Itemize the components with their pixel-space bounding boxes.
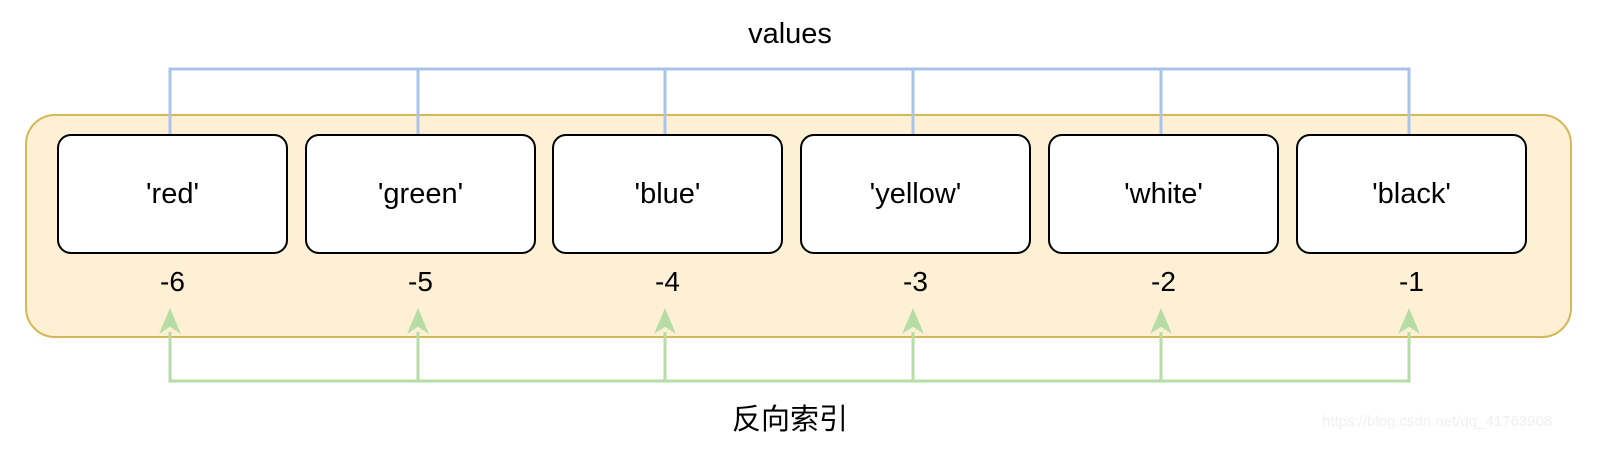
value-cell: 'red' <box>57 134 288 254</box>
bottom-arrow-head-icon <box>159 308 181 334</box>
value-cell-label: 'green' <box>377 177 464 210</box>
value-cell-label: 'red' <box>146 177 199 210</box>
negative-index-label: -6 <box>160 266 185 297</box>
negative-index-label: -2 <box>1151 266 1176 297</box>
bottom-arrow-head-icon <box>654 308 676 334</box>
value-cell-label: 'yellow' <box>869 177 962 210</box>
value-cell: 'black' <box>1296 134 1527 254</box>
bottom-arrow-head-icon <box>407 308 429 334</box>
watermark-text: https://blog.csdn.net/qq_41763908 <box>1322 413 1553 430</box>
negative-index-label: -1 <box>1399 266 1424 297</box>
negative-index-label: -4 <box>655 266 680 297</box>
value-cell: 'blue' <box>552 134 783 254</box>
value-cell: 'white' <box>1048 134 1279 254</box>
value-cell: 'yellow' <box>800 134 1031 254</box>
negative-index-label: -3 <box>903 266 928 297</box>
negative-index-label: -5 <box>408 266 433 297</box>
bottom-arrow-head-icon <box>902 308 924 334</box>
bottom-arrow-head-icon <box>1150 308 1172 334</box>
top-label-values: values <box>748 18 832 50</box>
bottom-label-reverse-index: 反向索引 <box>731 404 848 436</box>
bottom-arrow-head-icon <box>1398 308 1420 334</box>
value-cell-label: 'white' <box>1124 177 1203 210</box>
value-cell-label: 'blue' <box>634 177 701 210</box>
value-cell: 'green' <box>305 134 536 254</box>
bottom-arrow-group <box>159 308 1420 383</box>
value-cell-label: 'black' <box>1372 177 1451 210</box>
